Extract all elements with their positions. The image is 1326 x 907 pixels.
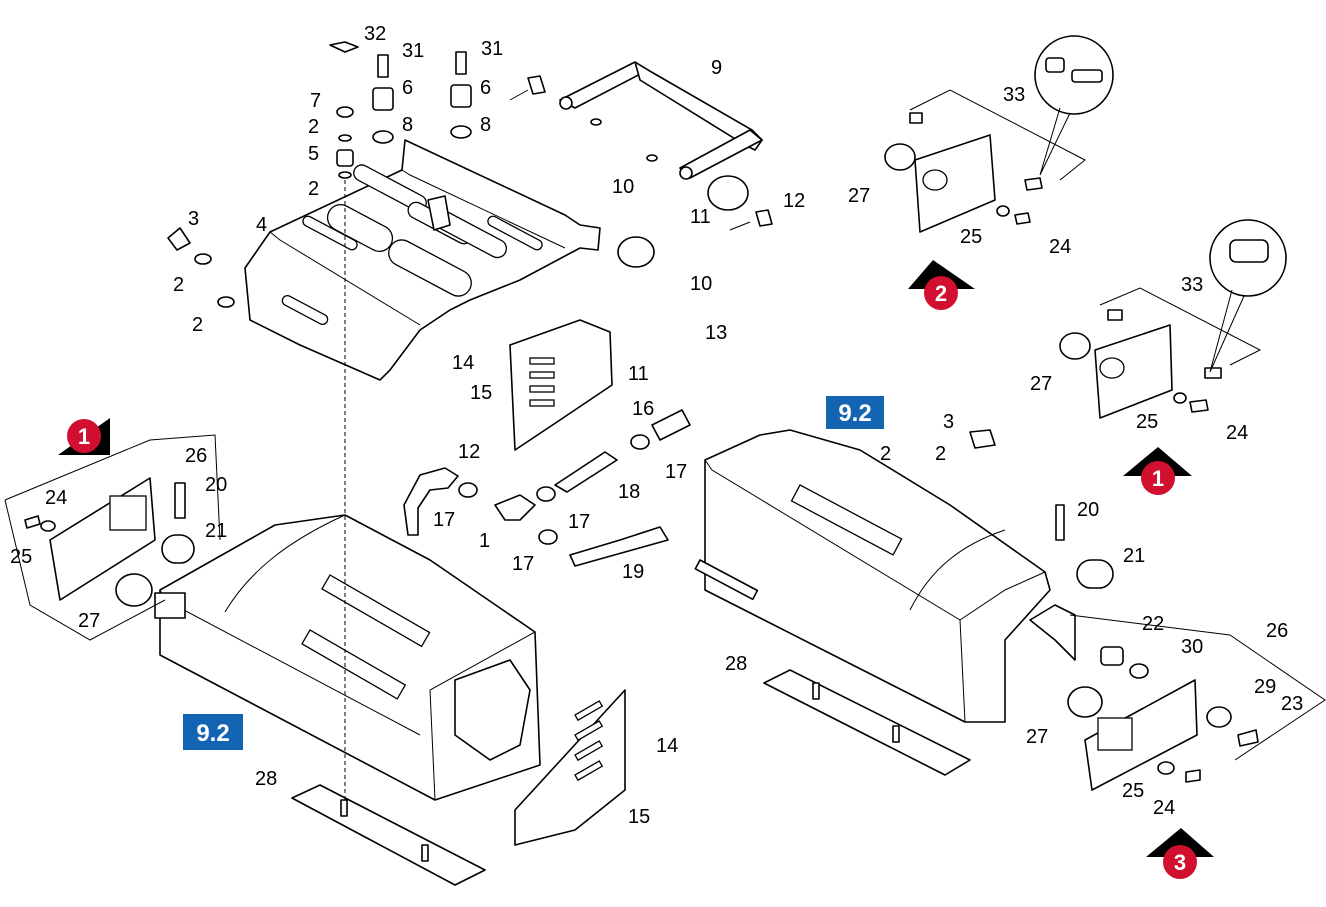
badge-label: 9.2 bbox=[196, 720, 229, 747]
callout-17d: 17 bbox=[512, 553, 534, 575]
callout-9: 9 bbox=[711, 57, 722, 79]
detail-marker-1-right: 1 bbox=[1123, 447, 1192, 495]
callout-33a: 33 bbox=[1003, 84, 1025, 106]
callout-24b: 24 bbox=[1049, 236, 1071, 258]
top-fittings bbox=[167, 41, 773, 308]
badge-label: 9.2 bbox=[838, 400, 871, 427]
callout-8b: 8 bbox=[480, 114, 491, 136]
callout-6a: 6 bbox=[402, 77, 413, 99]
callout-19: 19 bbox=[622, 561, 644, 583]
callout-31a: 31 bbox=[402, 40, 424, 62]
callout-10b: 10 bbox=[690, 273, 712, 295]
left-housing bbox=[154, 514, 541, 801]
handle-bar bbox=[509, 61, 763, 180]
callout-27d: 27 bbox=[1026, 726, 1048, 748]
callout-20b: 20 bbox=[1077, 499, 1099, 521]
knob-right bbox=[969, 429, 996, 449]
callout-14b: 14 bbox=[656, 735, 678, 757]
callout-11b: 11 bbox=[628, 363, 649, 385]
callout-2c: 2 bbox=[173, 274, 184, 296]
callout-6b: 6 bbox=[480, 77, 491, 99]
callout-25d: 25 bbox=[1122, 780, 1144, 802]
right-end-plate bbox=[1055, 504, 1326, 791]
inset-1-plate bbox=[1059, 219, 1287, 419]
bottom-strip-left bbox=[291, 784, 486, 886]
callout-24d: 24 bbox=[1153, 797, 1175, 819]
callout-18: 18 bbox=[618, 481, 640, 503]
callout-17a: 17 bbox=[665, 461, 687, 483]
callout-15b: 15 bbox=[628, 806, 650, 828]
callout-21a: 21 bbox=[205, 520, 227, 542]
callout-2e: 2 bbox=[880, 443, 891, 465]
callout-30: 30 bbox=[1181, 636, 1203, 658]
side-vent-panel-upper bbox=[509, 319, 613, 451]
callout-25b: 25 bbox=[960, 226, 982, 248]
callout-3b: 3 bbox=[943, 411, 954, 433]
callout-7: 7 bbox=[310, 90, 321, 112]
detail-marker-3: 3 bbox=[1146, 828, 1214, 879]
callout-27b: 27 bbox=[848, 185, 870, 207]
callout-1: 1 bbox=[479, 530, 490, 552]
top-cover-plate bbox=[244, 139, 601, 381]
left-end-plate bbox=[4, 434, 221, 641]
detail-marker-1-left: 1 bbox=[58, 418, 110, 455]
callout-33b: 33 bbox=[1181, 274, 1203, 296]
callout-26a: 26 bbox=[185, 445, 207, 467]
callout-28b: 28 bbox=[725, 653, 747, 675]
callout-8a: 8 bbox=[402, 114, 413, 136]
callout-25a: 25 bbox=[10, 546, 32, 568]
bottom-strip-right bbox=[763, 669, 971, 776]
section-badge-right: 9.2 bbox=[826, 396, 884, 429]
callout-26b: 26 bbox=[1266, 620, 1288, 642]
callout-29: 29 bbox=[1254, 676, 1276, 698]
callout-13: 13 bbox=[705, 322, 727, 344]
hoses-fittings bbox=[403, 409, 691, 567]
callout-20a: 20 bbox=[205, 474, 227, 496]
callout-15a: 15 bbox=[470, 382, 492, 404]
callout-2b: 2 bbox=[308, 178, 319, 200]
callout-14a: 14 bbox=[452, 352, 474, 374]
callout-24a: 24 bbox=[45, 487, 67, 509]
marker-number: 2 bbox=[935, 281, 947, 306]
marker-number: 1 bbox=[78, 424, 90, 449]
marker-number: 3 bbox=[1174, 850, 1186, 875]
callout-11a: 11 bbox=[690, 206, 711, 228]
callout-10a: 10 bbox=[612, 176, 634, 198]
callout-25c: 25 bbox=[1136, 411, 1158, 433]
detail-marker-2: 2 bbox=[908, 260, 975, 310]
marker-number: 1 bbox=[1152, 466, 1164, 491]
side-vent-panel-lower bbox=[514, 689, 626, 846]
callout-31b: 31 bbox=[481, 38, 503, 60]
callout-23: 23 bbox=[1281, 693, 1303, 715]
callout-5: 5 bbox=[308, 143, 319, 165]
callout-16: 16 bbox=[632, 398, 654, 420]
callout-24c: 24 bbox=[1226, 422, 1248, 444]
callout-32: 32 bbox=[364, 23, 386, 45]
callout-17b: 17 bbox=[433, 509, 455, 531]
callout-21b: 21 bbox=[1123, 545, 1145, 567]
inset-2-plate bbox=[884, 35, 1114, 233]
callout-2f: 2 bbox=[935, 443, 946, 465]
callout-17c: 17 bbox=[568, 511, 590, 533]
callout-3a: 3 bbox=[188, 208, 199, 230]
callout-labels: 32 31 31 6 6 7 8 8 2 5 2 9 10 11 12 3 4 … bbox=[10, 23, 1303, 828]
right-housing bbox=[694, 429, 1076, 723]
section-badge-left: 9.2 bbox=[183, 714, 243, 750]
callout-22: 22 bbox=[1142, 613, 1164, 635]
callout-28a: 28 bbox=[255, 768, 277, 790]
callout-27a: 27 bbox=[78, 610, 100, 632]
callout-12a: 12 bbox=[783, 190, 805, 212]
callout-12b: 12 bbox=[458, 441, 480, 463]
callout-2a: 2 bbox=[308, 116, 319, 138]
callout-27c: 27 bbox=[1030, 373, 1052, 395]
callout-4: 4 bbox=[256, 214, 267, 236]
callout-2d: 2 bbox=[192, 314, 203, 336]
